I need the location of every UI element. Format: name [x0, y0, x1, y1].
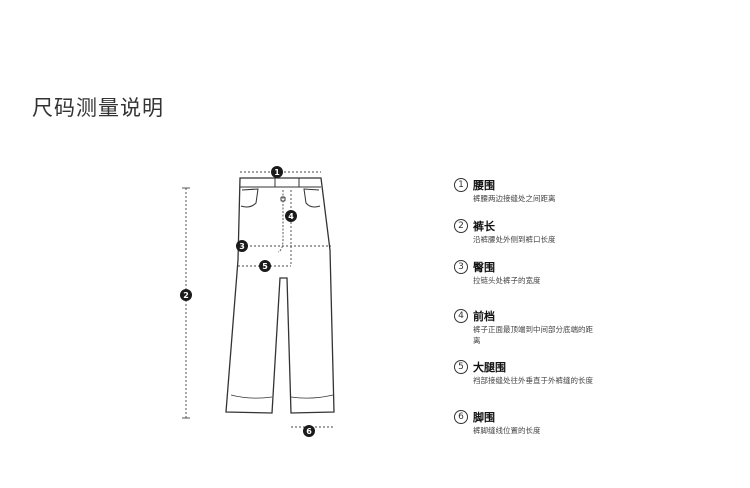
- marker-3: 3: [236, 240, 248, 252]
- legend-desc: 裤子正面最顶端到中间部分底端的距离: [473, 325, 593, 345]
- legend-name: 大腿围: [473, 361, 506, 374]
- marker-1: 1: [271, 166, 283, 178]
- pants-outline: [225, 177, 335, 414]
- legend-number: 2: [454, 219, 468, 233]
- legend-name: 裤长: [473, 220, 495, 233]
- legend-number: 6: [454, 410, 468, 424]
- marker-5: 5: [259, 260, 271, 272]
- legend-name: 前档: [473, 310, 495, 323]
- legend-desc: 拉链头处裤子的宽度: [473, 276, 541, 285]
- legend-number: 5: [454, 360, 468, 374]
- legend-name: 臀围: [473, 261, 495, 274]
- svg-text:3: 3: [239, 242, 245, 251]
- page-title: 尺码测量说明: [32, 96, 164, 121]
- legend-number: 1: [454, 178, 468, 192]
- legend-number: 3: [454, 260, 468, 274]
- svg-text:5: 5: [262, 262, 268, 271]
- legend-name: 脚围: [473, 411, 495, 424]
- marker-2: 2: [180, 289, 192, 301]
- measure-lines: [182, 171, 334, 428]
- svg-text:4: 4: [288, 212, 294, 221]
- marker-6: 6: [303, 425, 315, 437]
- marker-4: 4: [285, 210, 297, 222]
- legend-desc: 裆部接缝处往外垂直于外裤缝的长度: [473, 376, 593, 385]
- svg-text:1: 1: [274, 168, 280, 177]
- legend-desc: 裤脚缝线位置的长度: [473, 426, 541, 435]
- legend-name: 腰围: [473, 179, 495, 192]
- svg-text:6: 6: [306, 427, 312, 436]
- legend-desc: 裤腰两边接缝处之间距离: [473, 194, 556, 203]
- legend-desc: 沿裤腰处外侧到裤口长度: [473, 235, 556, 244]
- svg-text:2: 2: [183, 291, 189, 300]
- legend-number: 4: [454, 309, 468, 323]
